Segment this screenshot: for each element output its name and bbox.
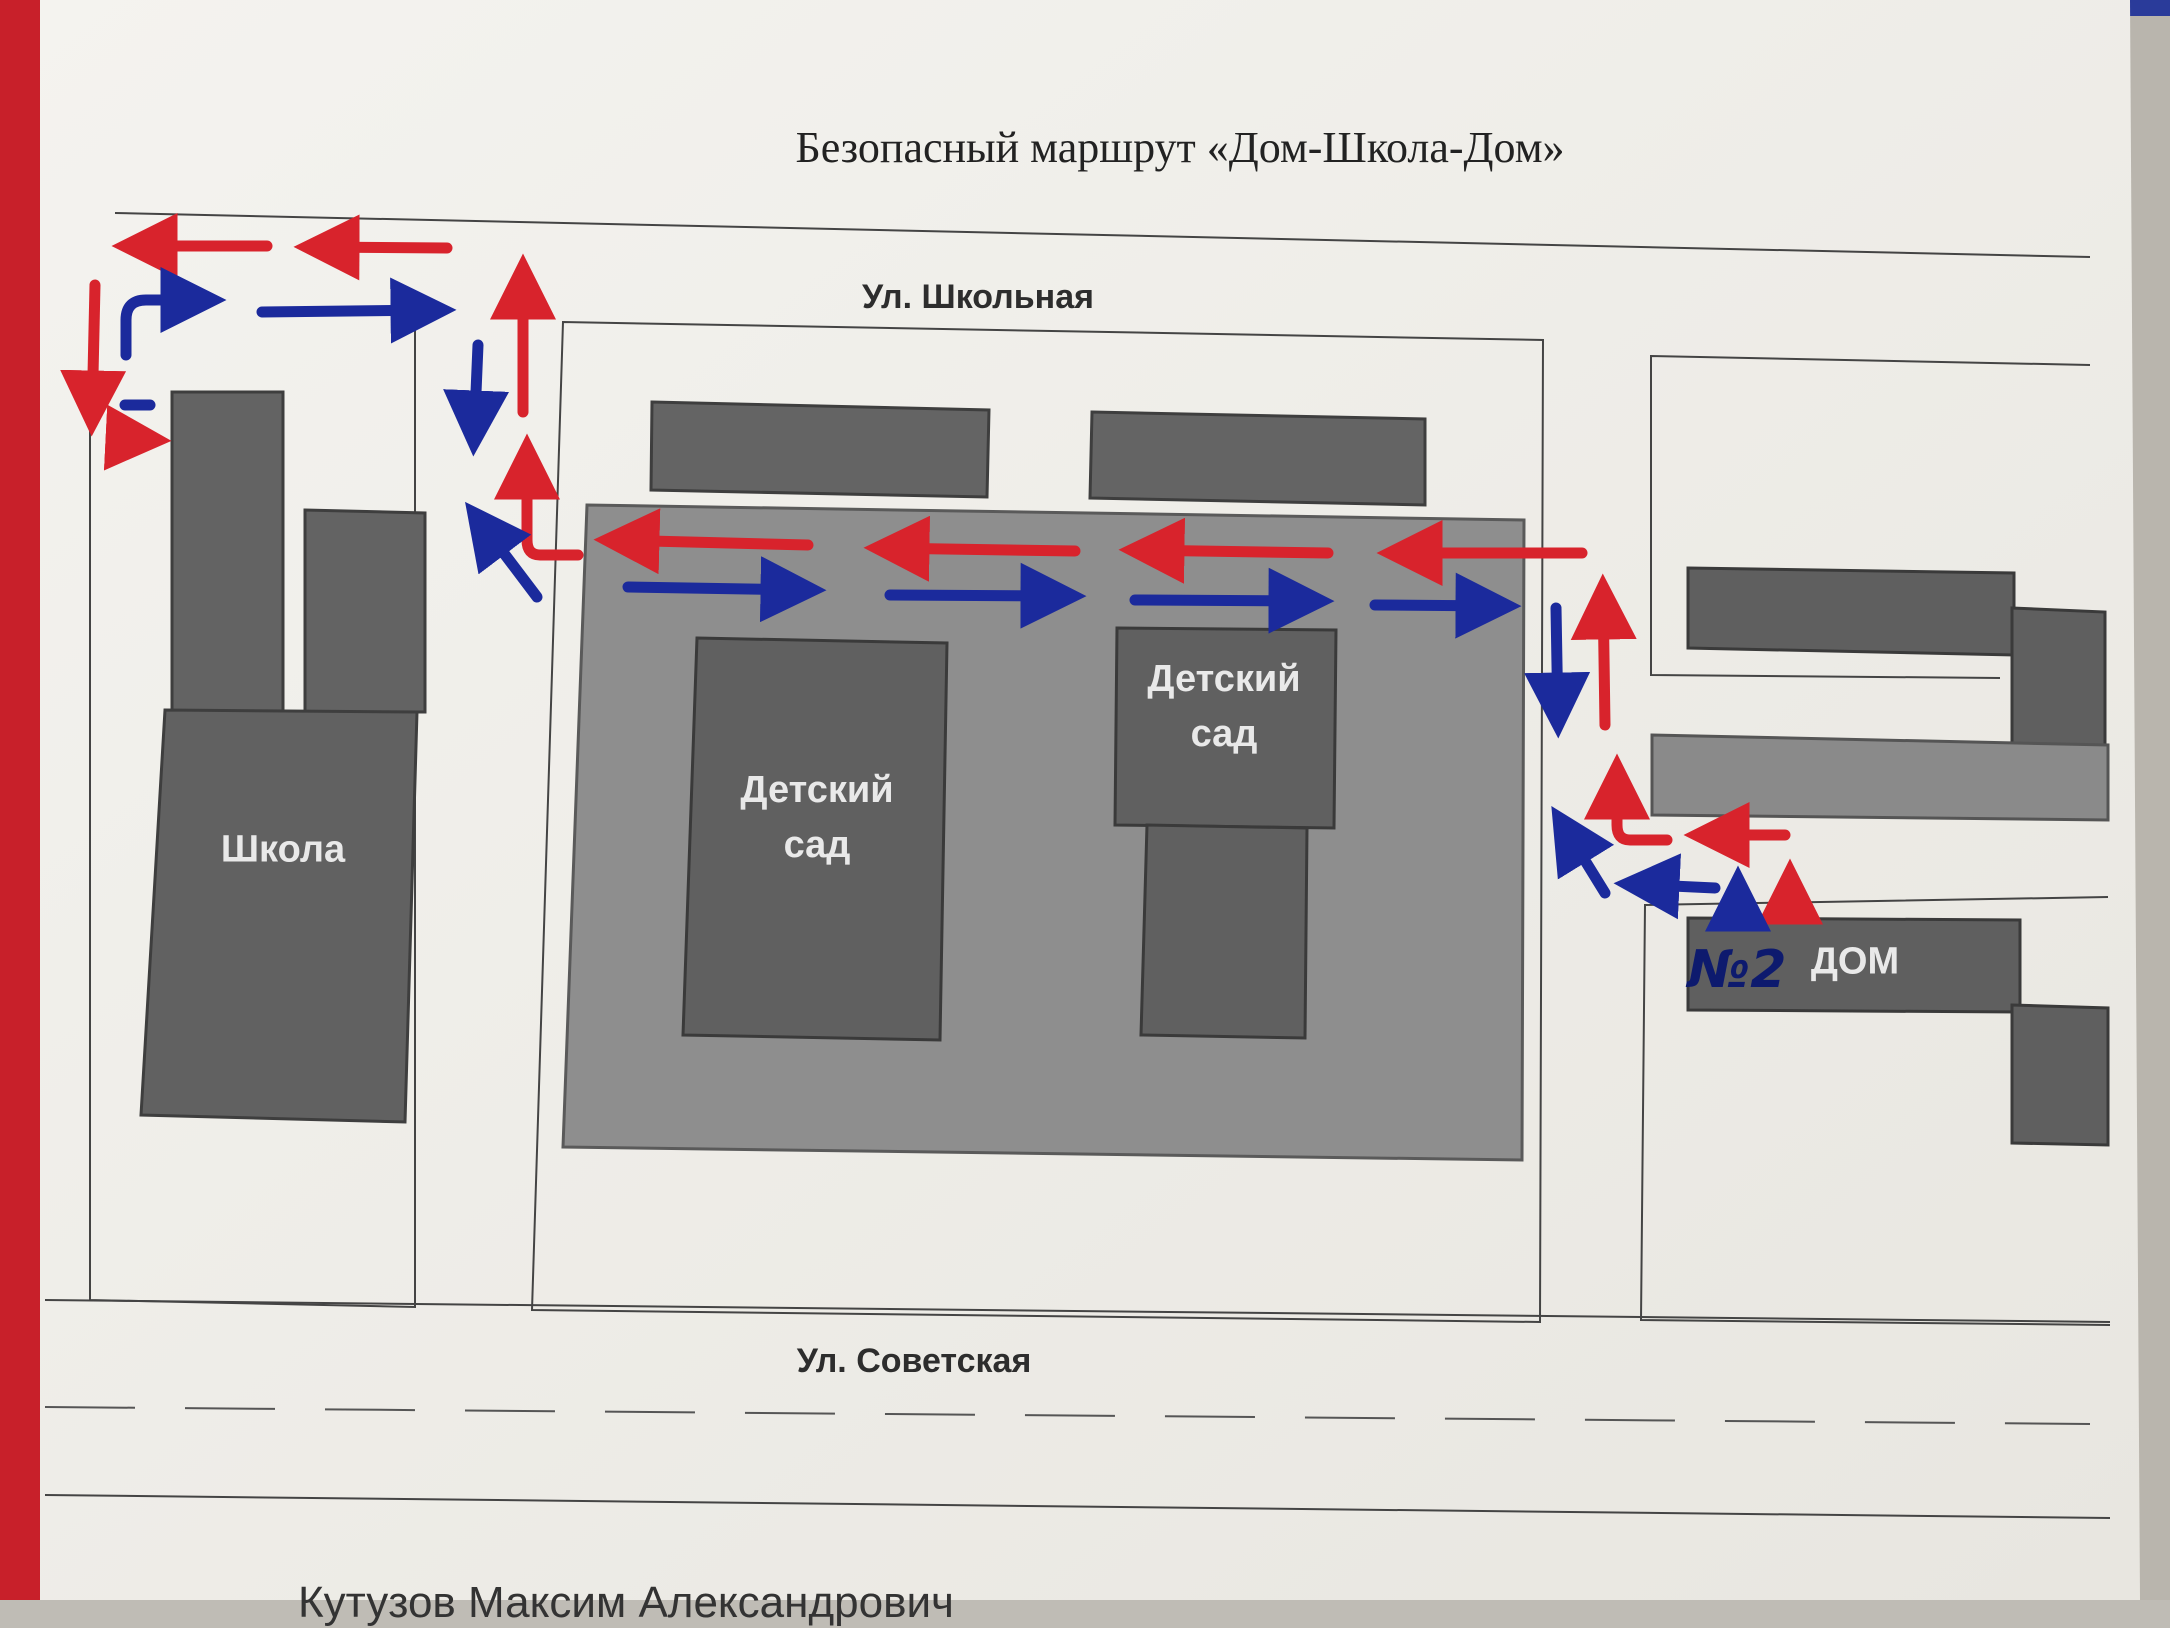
block-east-bottom-outline — [1639, 896, 2111, 1326]
kindergarten-1-label-line-1: Детский — [740, 768, 894, 811]
school-building — [139, 708, 419, 1124]
red-arrow-4 — [593, 508, 814, 575]
red-arrow-up-east — [1570, 573, 1637, 731]
red-arrow-down-left — [60, 279, 127, 437]
kindergarten-2-label-line-2: сад — [1190, 713, 1258, 755]
red-arrow-2 — [1118, 517, 1334, 584]
kindergarten-2-label-line-1: Детский — [1147, 657, 1301, 700]
blue-arrow-down-west — [443, 339, 510, 457]
street-line-south-bottom — [44, 1494, 2111, 1519]
blue-arrow-west-home — [1613, 853, 1721, 920]
street-label-north: Ул. Школьная — [862, 278, 1094, 316]
diagram-title: Безопасный маршрут «Дом-Школа-Дом» — [795, 123, 1565, 172]
blue-arrow-4 — [622, 556, 827, 623]
building-north-1 — [649, 400, 991, 499]
building-east-1-wing — [2010, 606, 2107, 754]
blue-arrow-down-east — [1524, 602, 1591, 739]
street-center-dashed — [44, 1406, 2091, 1425]
block-east-top-outline — [1650, 354, 2091, 679]
building-east-long — [1650, 733, 2110, 822]
red-arrow-5 — [293, 214, 453, 281]
blue-arrow-diagonal-west — [465, 501, 543, 603]
blue-arrow-2 — [1129, 567, 1335, 634]
building-east-1 — [1686, 566, 2016, 657]
street-label-south: Ул. Советская — [796, 1342, 1032, 1380]
kindergarten-1-label: Детский сад — [740, 763, 893, 873]
school-wing-right — [303, 508, 427, 714]
kindergarten-1-label-line-2: сад — [783, 824, 851, 866]
building-north-2 — [1088, 410, 1427, 507]
kindergarten-2-label: Детский сад — [1147, 652, 1300, 762]
home-building-wing — [2010, 1003, 2110, 1147]
red-arrow-corner-east — [1584, 753, 1673, 846]
blue-arrow-3 — [884, 562, 1087, 629]
red-arrow-small-right — [103, 404, 172, 471]
blue-arrow-1 — [1369, 572, 1522, 639]
red-edge — [0, 0, 40, 1600]
author-signature: Кутузов Максим Александрович — [298, 1578, 954, 1627]
kindergarten-2-building — [1113, 626, 1338, 830]
street-line-north — [114, 212, 2091, 258]
street-line-south-top — [44, 1299, 2111, 1323]
blue-arrow-5 — [256, 277, 457, 344]
home-label: ДОМ — [1810, 940, 1900, 983]
blue-arrow-corner-school — [120, 267, 227, 361]
school-wing-left — [170, 390, 285, 714]
school-label: Школа — [220, 828, 346, 871]
blue-arrow-diagonal-east — [1551, 805, 1615, 899]
home-number-label: №2 — [1687, 940, 1787, 1000]
red-arrow-3 — [863, 515, 1081, 582]
kindergarten-1-building — [681, 636, 949, 1042]
kindergarten-2-annex — [1139, 823, 1309, 1040]
route-to-school — [119, 267, 1771, 932]
block-middle-outline — [530, 320, 1545, 1324]
